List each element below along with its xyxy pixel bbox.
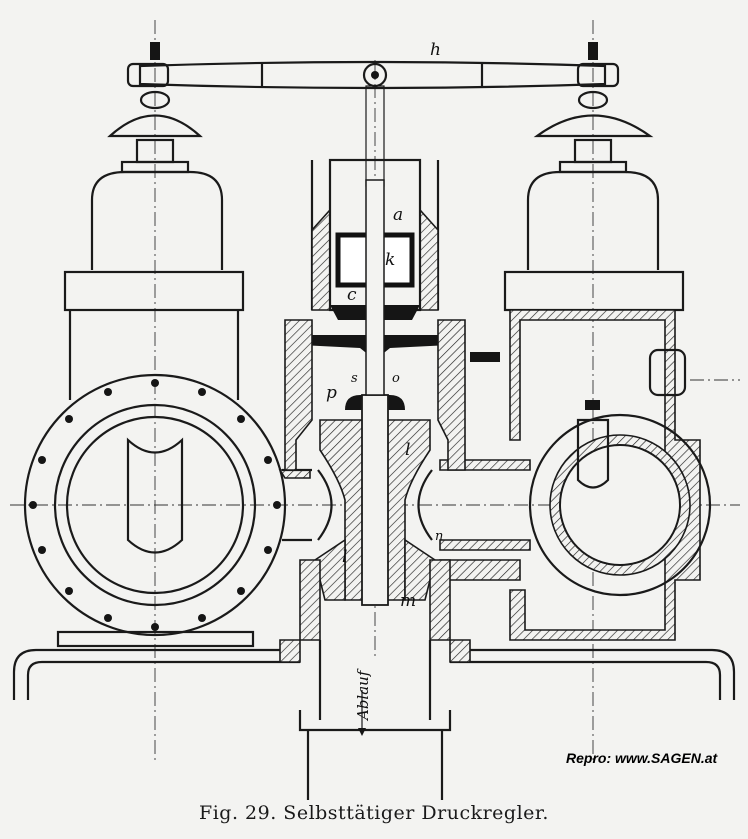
regulator-column [284, 158, 500, 641]
outlet-pipe [298, 640, 452, 800]
right-valve-housing [503, 170, 712, 641]
lever-arm-h [126, 42, 620, 187]
label-p: p [326, 383, 337, 403]
label-l-upper: l [405, 440, 410, 460]
handwheel-right [533, 90, 654, 174]
repro-credit: Repro: www.SAGEN.at [566, 750, 718, 766]
label-h: h [430, 40, 441, 60]
label-n: n [435, 529, 443, 544]
label-s: s [351, 371, 358, 386]
label-m: m [400, 591, 416, 611]
label-a: a [393, 205, 403, 225]
label-c: c [347, 285, 357, 305]
label-outlet: Ablauf [354, 668, 372, 722]
label-o: o [392, 371, 400, 386]
label-l-lower: l [342, 547, 347, 567]
left-valve-housing [23, 170, 287, 648]
label-k: k [385, 250, 395, 270]
figure-caption: Fig. 29. Selbsttätiger Druckregler. [199, 802, 549, 824]
part-labels: h a k c s o p l l n m Ablauf [326, 40, 443, 722]
base-frame [12, 639, 736, 700]
